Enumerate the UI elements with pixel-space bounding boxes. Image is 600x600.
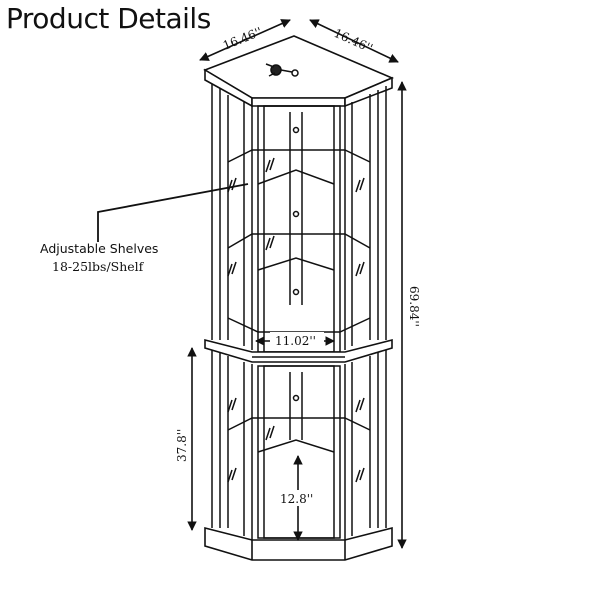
callout-leader [97,183,249,242]
dim-top-left [199,19,291,61]
key-lock-icon [265,63,299,77]
dim-label-total-height: 69.84'' [407,286,421,327]
page-title: Product Details [6,2,211,35]
dim-label-lower-height: 37.8'' [175,429,189,462]
dim-label-top-left: 16.46'' [221,24,264,52]
callout-title: Adjustable Shelves [40,241,158,256]
cabinet-base [204,526,393,561]
dim-label-shelf-spacing: 12.8'' [280,492,313,506]
dim-top-right [309,19,399,63]
callout-subtitle: 18-25lbs/Shelf [52,259,145,274]
cabinet-lower-section [211,350,387,540]
cabinet-upper-section [211,84,387,353]
dim-label-inner-width: 11.02'' [275,334,316,348]
dim-label-top-right: 16.46'' [332,26,375,55]
cabinet-top-cap [203,35,395,108]
